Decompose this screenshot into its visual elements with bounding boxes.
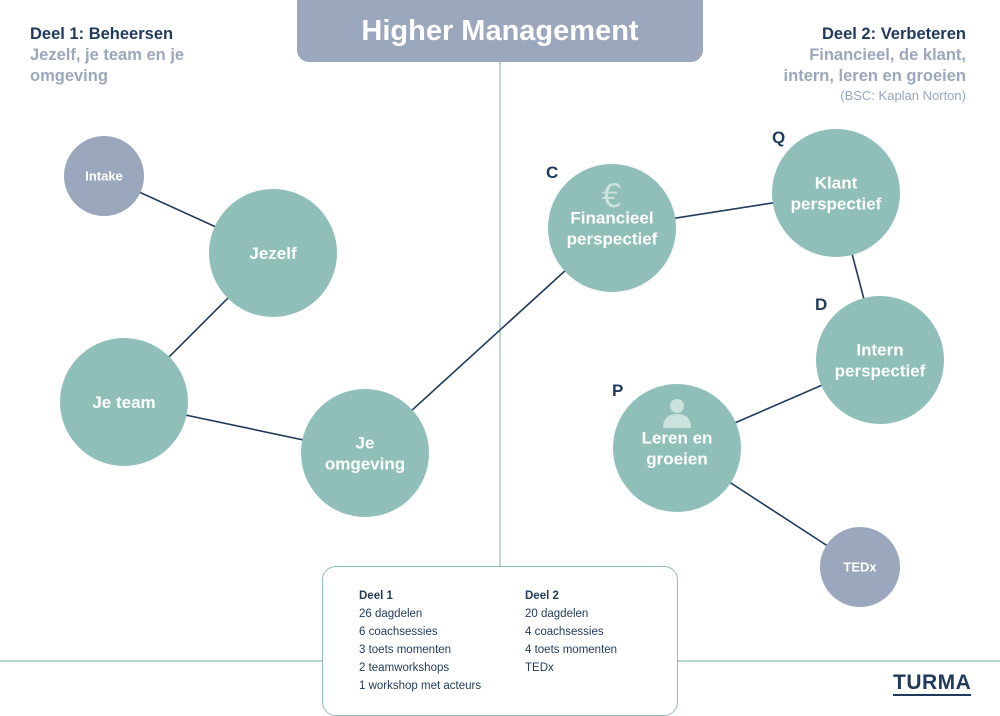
part2-label: Deel 2: Verbeteren [822, 25, 966, 43]
turma-logo: TURMA [893, 671, 972, 696]
node-intake: Intake [64, 136, 144, 216]
node-circle [301, 389, 429, 517]
perspective-letter-q: Q [772, 128, 785, 147]
perspective-letter-p: P [612, 381, 623, 400]
euro-icon: € [602, 177, 622, 215]
node-label: TEDx [843, 560, 877, 575]
perspective-letter-c: C [546, 163, 558, 182]
node-label: Klant [815, 174, 858, 193]
deel1-item: 26 dagdelen [359, 608, 423, 620]
deel2-item: 4 toets momenten [525, 644, 618, 656]
node-label: Je team [92, 393, 155, 412]
node-label: perspectief [835, 361, 926, 380]
node-label: groeien [646, 449, 707, 468]
node-tedx: TEDx [820, 527, 900, 607]
node-label: Intake [85, 169, 123, 184]
deel1-item: 3 toets momenten [359, 644, 452, 656]
program-summary-box: Deel 1 26 dagdelen 6 coachsessies 3 toet… [322, 566, 678, 716]
perspective-letter-d: D [815, 295, 827, 314]
part2-note: (BSC: Kaplan Norton) [840, 88, 966, 103]
part2-subtitle: Financieel, de klant, intern, leren en g… [783, 46, 966, 85]
deel2-item: 4 coachsessies [525, 626, 604, 638]
deel1-item: 2 teamworkshops [359, 662, 450, 674]
part1-header: Deel 1: Beheersen Jezelf, je team en je … [30, 24, 190, 87]
node-label: omgeving [325, 454, 405, 473]
node-circle [64, 136, 144, 216]
page-title: Higher Management [361, 14, 639, 47]
deel1-item: 1 workshop met acteurs [359, 680, 482, 692]
node-label: Intern [856, 341, 903, 360]
node-label: Leren en [642, 429, 713, 448]
deel1-heading: Deel 1 [359, 590, 393, 602]
node-circle [613, 384, 741, 512]
node-label: Je [356, 434, 375, 453]
node-jezelf: Jezelf [209, 189, 337, 317]
part2-header: Deel 2: Verbeteren Financieel, de klant,… [761, 24, 966, 105]
node-label: Jezelf [249, 244, 297, 263]
deel1-summary: Deel 1 26 dagdelen 6 coachsessies 3 toet… [359, 587, 481, 695]
part1-label: Deel 1: Beheersen [30, 25, 174, 43]
node-circle [548, 164, 676, 292]
deel1-item: 6 coachsessies [359, 626, 438, 638]
deel2-item: TEDx [525, 662, 554, 674]
node-circle [816, 296, 944, 424]
person-icon [663, 399, 691, 428]
node-label: Financieel [570, 209, 653, 228]
node-je-team: Je team [60, 338, 188, 466]
node-label: perspectief [567, 229, 658, 248]
deel2-item: 20 dagdelen [525, 608, 589, 620]
deel2-heading: Deel 2 [525, 590, 559, 602]
node-circle [60, 338, 188, 466]
deel2-summary: Deel 2 20 dagdelen 4 coachsessies 4 toet… [525, 587, 617, 677]
node-circle [820, 527, 900, 607]
node-label: perspectief [791, 194, 882, 213]
part1-subtitle: Jezelf, je team en je omgeving [30, 46, 185, 85]
node-circle [772, 129, 900, 257]
title-banner: Higher Management [297, 0, 703, 62]
node-circle [209, 189, 337, 317]
